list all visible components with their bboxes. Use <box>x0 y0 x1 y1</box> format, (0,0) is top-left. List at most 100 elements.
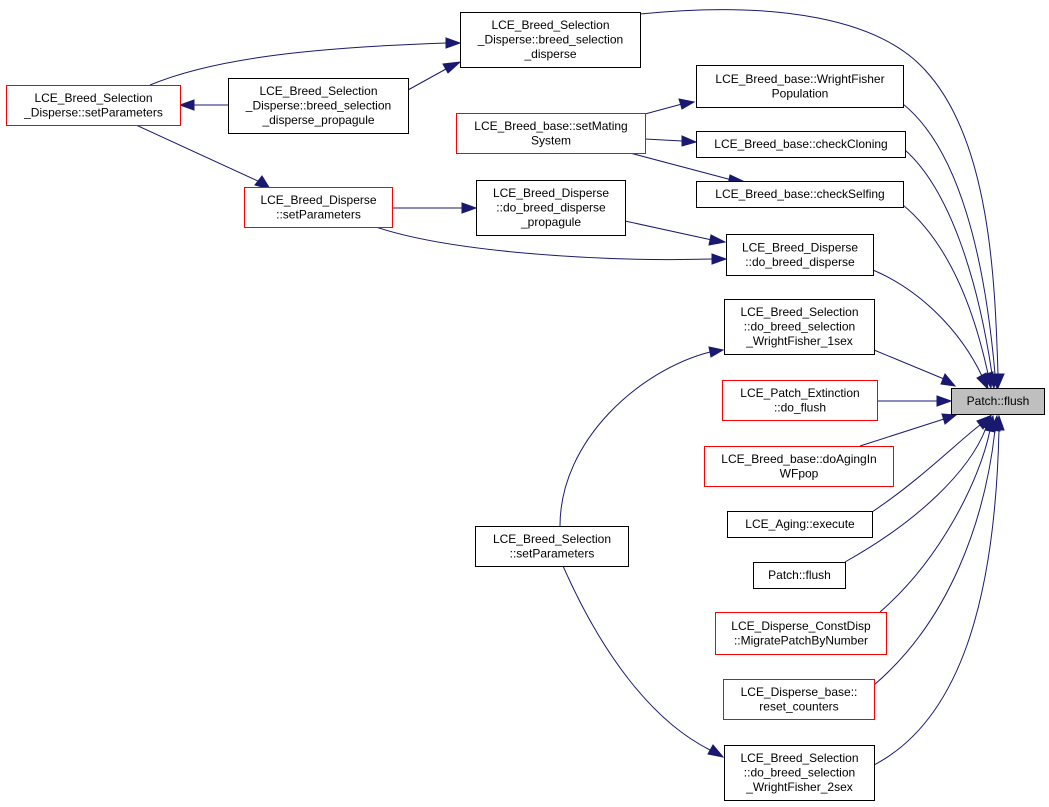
node-pe-doflush[interactable]: LCE_Patch_Extinction::do_flush <box>722 380 878 421</box>
node-label-line: ::do_breed_disperse <box>745 255 855 269</box>
node-label-line: LCE_Disperse_ConstDisp <box>731 619 871 633</box>
node-box <box>476 180 626 236</box>
node-db-reset[interactable]: LCE_Disperse_base::reset_counters <box>723 679 875 720</box>
node-label-line: Patch::flush <box>768 568 831 582</box>
node-label-line: ::do_breed_selection <box>744 766 855 780</box>
edge-line <box>859 418 945 447</box>
node-label-line: LCE_Breed_Selection <box>740 305 858 319</box>
node-label-line: ::setParameters <box>276 207 361 221</box>
node-label-line: _disperse <box>523 47 576 61</box>
node-label-line: _Disperse::breed_selection <box>245 99 391 113</box>
edge-arrowhead <box>976 372 989 391</box>
edge-bd-dobreed-to-flush-focus <box>872 269 989 391</box>
node-box <box>6 85 181 126</box>
edge-arrowhead <box>461 202 478 214</box>
node-box <box>704 446 894 487</box>
node-label-line: ::do_breed_selection <box>744 320 855 334</box>
edge-arrowhead <box>711 253 728 265</box>
node-aging-exec[interactable]: LCE_Aging::execute <box>727 511 873 538</box>
edge-arrowhead <box>178 99 195 111</box>
edge-bsd-setparams-to-bsd-propagule <box>178 99 228 111</box>
edge-line <box>644 103 683 115</box>
node-bs-setparams[interactable]: LCE_Breed_Selection::setParameters <box>475 526 629 567</box>
edge-line <box>407 68 447 91</box>
edge-arrowhead <box>678 98 696 110</box>
edge-bb-setmating-to-bb-wf <box>644 98 696 115</box>
edge-line <box>624 220 713 241</box>
edge-line <box>873 349 945 380</box>
node-box <box>726 234 874 276</box>
edge-line <box>844 427 987 563</box>
node-label-line: LCE_Breed_Selection <box>34 91 152 105</box>
edge-arrowhead <box>936 395 953 407</box>
edge-line <box>871 424 981 513</box>
node-box <box>753 562 846 589</box>
node-label-line: LCE_Breed_base::checkSelfing <box>715 187 884 201</box>
node-label-line: LCE_Breed_Selection <box>740 751 858 765</box>
node-bsd-setparams[interactable]: LCE_Breed_Selection_Disperse::setParamet… <box>6 85 181 126</box>
node-label-line: System <box>531 133 571 147</box>
edge-bs-setparams-to-bs-wf2 <box>562 565 725 758</box>
node-label-line: ::MigratePatchByNumber <box>734 633 868 647</box>
edge-line <box>629 152 733 181</box>
node-flush-focus: Patch::flush <box>951 388 1045 415</box>
node-label-line: _WrightFisher_2sex <box>745 780 853 794</box>
edge-line <box>562 565 711 751</box>
edge-bb-wf-to-flush-focus <box>902 103 1002 390</box>
node-label-line: LCE_Breed_base::setMating <box>474 119 627 133</box>
node-patch-flush2[interactable]: Patch::flush <box>753 562 846 589</box>
node-box <box>228 78 409 134</box>
node-label-line: LCE_Breed_Selection <box>491 18 609 32</box>
edge-line <box>639 9 999 375</box>
node-box <box>696 65 904 108</box>
edge-arrowhead <box>445 37 462 49</box>
node-bs-wf2[interactable]: LCE_Breed_Selection::do_breed_selection_… <box>724 745 875 801</box>
node-bb-selfing[interactable]: LCE_Breed_base::checkSelfing <box>696 181 904 208</box>
node-box <box>715 612 887 655</box>
edge-patch-flush2-to-flush-focus <box>844 413 992 563</box>
edge-bsd-setparams-to-bsd-breed <box>149 37 462 86</box>
node-label-line: ::do_flush <box>774 400 826 414</box>
edge-line <box>135 124 261 183</box>
node-label-line: LCE_Breed_base::WrightFisher <box>715 72 884 86</box>
node-box <box>724 745 875 801</box>
edge-arrowhead <box>941 413 958 425</box>
edge-arrowhead <box>940 373 957 387</box>
node-label-line: WFpop <box>780 466 819 480</box>
edge-line <box>559 351 711 527</box>
node-label-line: Population <box>772 86 829 100</box>
edge-arrowhead <box>707 744 725 758</box>
node-bb-cloning[interactable]: LCE_Breed_base::checkCloning <box>696 131 906 158</box>
node-label-line: _Disperse::setParameters <box>23 105 163 119</box>
node-bsd-breed[interactable]: LCE_Breed_Selection_Disperse::breed_sele… <box>460 12 641 68</box>
node-bsd-propagule[interactable]: LCE_Breed_Selection_Disperse::breed_sele… <box>228 78 409 134</box>
node-box <box>696 131 906 158</box>
edge-bb-aging-to-flush-focus <box>859 413 958 447</box>
node-box <box>475 526 629 567</box>
edge-bs-wf2-to-flush-focus <box>873 414 1005 766</box>
edge-arrowhead <box>993 414 1005 431</box>
node-bd-dobreed[interactable]: LCE_Breed_Disperse::do_breed_disperse <box>726 234 874 276</box>
node-box <box>244 187 393 228</box>
edge-line <box>149 42 447 86</box>
edge-line <box>872 269 983 377</box>
node-bd-propagule[interactable]: LCE_Breed_Disperse::do_breed_disperse_pr… <box>476 180 626 236</box>
node-label-line: LCE_Breed_base::checkCloning <box>714 137 887 151</box>
edge-bs-wf1-to-flush-focus <box>873 349 957 387</box>
edge-line <box>902 204 989 375</box>
node-box <box>723 679 875 720</box>
node-label-line: LCE_Breed_Disperse <box>260 193 376 207</box>
node-bd-setparams[interactable]: LCE_Breed_Disperse::setParameters <box>244 187 393 228</box>
edge-line <box>873 429 996 686</box>
node-label-line: LCE_Breed_Disperse <box>742 240 858 254</box>
node-label-line: LCE_Breed_Selection <box>259 84 377 98</box>
edge-bd-setparams-to-bd-dobreed <box>375 226 728 265</box>
node-dc-migrate[interactable]: LCE_Disperse_ConstDisp::MigratePatchByNu… <box>715 612 887 655</box>
node-bs-wf1[interactable]: LCE_Breed_Selection::do_breed_selection_… <box>724 299 875 355</box>
edge-bb-selfing-to-flush-focus <box>902 204 994 390</box>
node-label-line: _WrightFisher_1sex <box>745 334 853 348</box>
node-label-line: ::setParameters <box>510 546 595 560</box>
